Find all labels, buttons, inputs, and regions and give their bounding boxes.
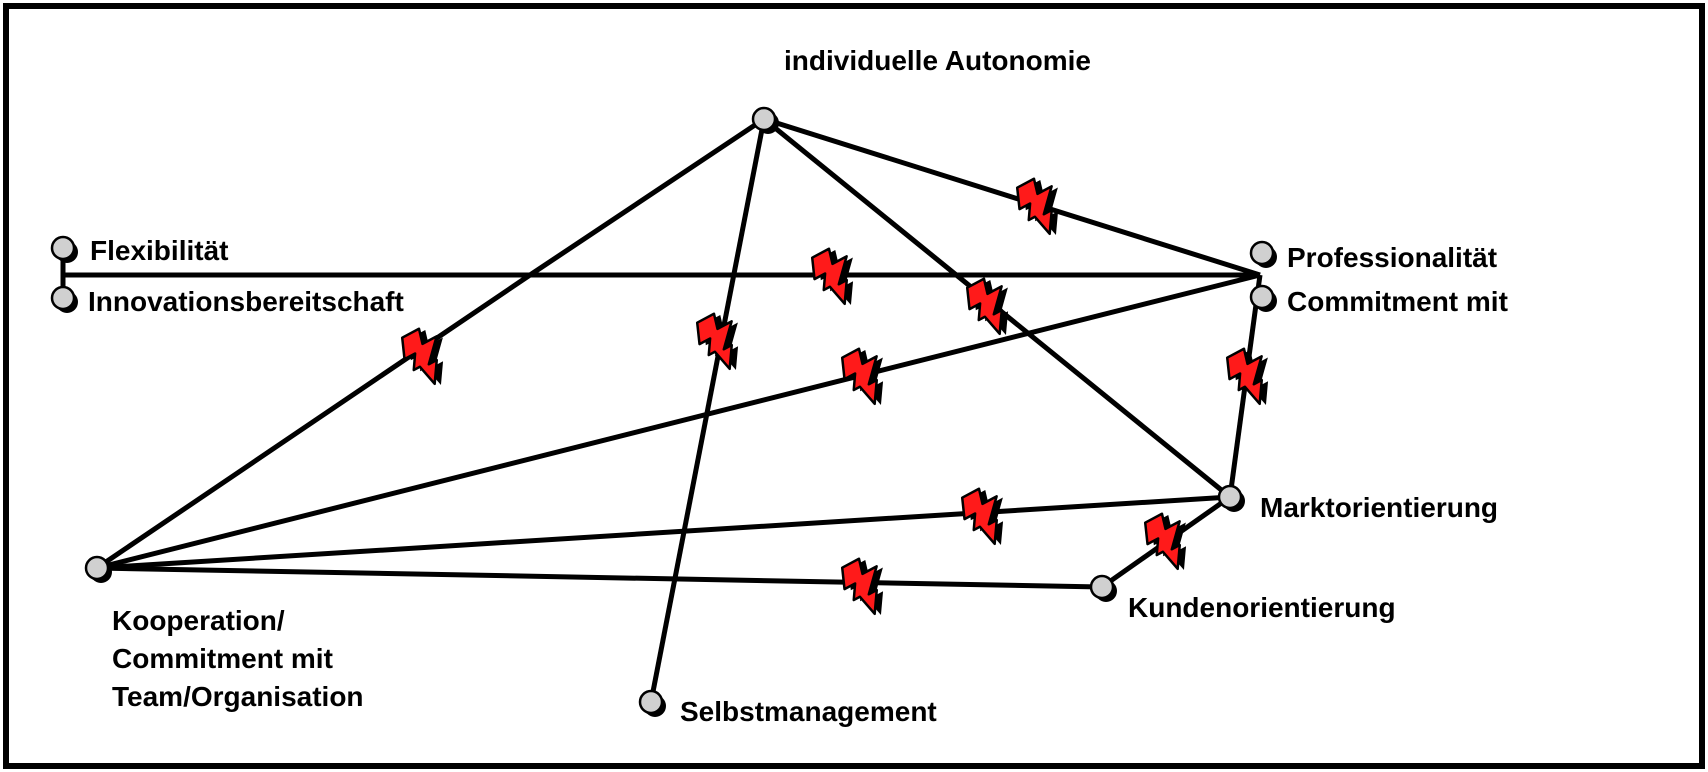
node-label-kooperation-2: Commitment mit [112,643,333,674]
edge-kooperation-kunden [96,565,1103,590]
node-innovation [50,285,78,313]
circle-node-icon [50,285,76,311]
circle-node-icon [84,555,110,581]
edge-autonomie-selbst [648,118,767,703]
labels-layer: individuelle AutonomieFlexibilitätInnova… [88,45,1508,727]
node-autonomie [751,106,779,134]
node-label-selbst: Selbstmanagement [680,696,937,727]
circle-node-icon [1089,574,1115,600]
node-label-kooperation-1: Kooperation/ [112,605,285,636]
circle-node-icon [50,235,76,261]
node-label-professionalitaet: Professionalität [1287,242,1497,273]
node-label-commitment: Commitment mit [1287,286,1508,317]
node-label-autonomie: individuelle Autonomie [784,45,1091,76]
node-markt [1217,484,1245,512]
nodes-layer [50,106,1277,717]
circle-node-icon [638,689,664,715]
node-professionalitaet [1249,240,1277,268]
node-label-kunden: Kundenorientierung [1128,592,1396,623]
edge-autonomie-professionalitaet [763,116,1261,278]
edges-layer [60,116,1263,703]
node-label-innovation: Innovationsbereitschaft [88,286,404,317]
node-kunden [1089,574,1117,602]
node-kooperation [84,555,112,583]
node-commitment [1249,284,1277,312]
circle-node-icon [751,106,777,132]
node-label-kooperation-3: Team/Organisation [112,681,364,712]
node-label-flexibilitaet: Flexibilität [90,235,228,266]
node-selbst [638,689,666,717]
node-flexibilitaet [50,235,78,263]
node-label-markt: Marktorientierung [1260,492,1498,523]
circle-node-icon [1249,284,1275,310]
circle-node-icon [1249,240,1275,266]
edge-kooperation-professionalitaet [96,272,1261,571]
circle-node-icon [1217,484,1243,510]
edge-kooperation-markt [96,494,1231,571]
